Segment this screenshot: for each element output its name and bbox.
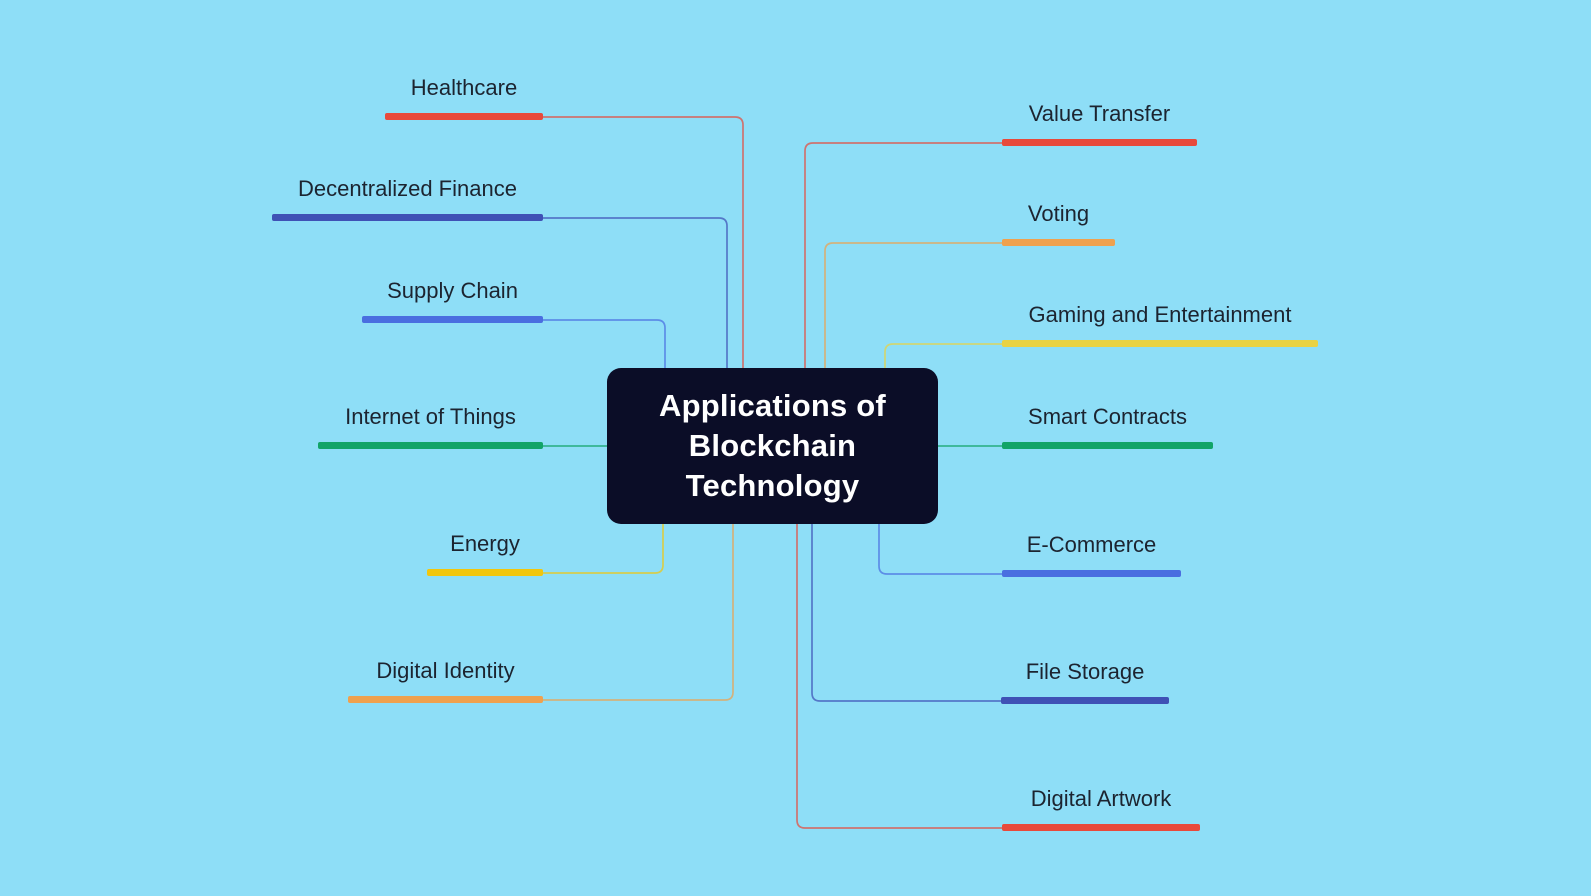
topic-label-smart-contracts: Smart Contracts [1028,404,1187,429]
topic-node-energy[interactable]: Energy [427,531,543,576]
topic-underline-digital-artwork [1002,824,1200,831]
topic-label-voting: Voting [1027,201,1090,226]
connector-gaming-and-entertainment [884,343,1002,368]
topic-underline-digital-identity [348,696,543,703]
topic-node-supply-chain[interactable]: Supply Chain [362,278,543,323]
topic-node-digital-artwork[interactable]: Digital Artwork [1002,786,1200,831]
topic-underline-energy [427,569,543,576]
topic-underline-smart-contracts [1002,442,1213,449]
connector-file-storage [811,524,1001,702]
topic-node-file-storage[interactable]: File Storage [1001,659,1169,704]
topic-node-value-transfer[interactable]: Value Transfer [1002,101,1197,146]
topic-label-digital-artwork: Digital Artwork [1030,786,1172,811]
connector-digital-identity [543,524,734,701]
central-node[interactable]: Applications of Blockchain Technology [607,368,938,524]
topic-label-e-commerce: E-Commerce [1026,532,1157,557]
topic-underline-e-commerce [1002,570,1181,577]
connector-supply-chain [543,319,666,368]
topic-underline-internet-of-things [318,442,543,449]
connector-value-transfer [804,142,1002,368]
topic-label-healthcare: Healthcare [410,75,518,100]
topic-node-smart-contracts[interactable]: Smart Contracts [1002,404,1213,449]
topic-underline-file-storage [1001,697,1169,704]
topic-underline-healthcare [385,113,543,120]
topic-label-value-transfer: Value Transfer [1028,101,1171,126]
topic-label-decentralized-finance: Decentralized Finance [298,176,517,201]
topic-label-file-storage: File Storage [1025,659,1145,684]
topic-node-gaming-and-entertainment[interactable]: Gaming and Entertainment [1002,302,1318,347]
topic-node-e-commerce[interactable]: E-Commerce [1002,532,1181,577]
topic-node-voting[interactable]: Voting [1002,201,1115,246]
topic-underline-gaming-and-entertainment [1002,340,1318,347]
topic-node-digital-identity[interactable]: Digital Identity [348,658,543,703]
connector-e-commerce [878,524,1002,575]
central-node-title: Applications of Blockchain Technology [659,388,886,503]
topic-label-energy: Energy [450,531,520,556]
connector-voting [824,242,1002,368]
connector-healthcare [543,116,744,368]
topic-node-internet-of-things[interactable]: Internet of Things [318,404,543,449]
topic-label-internet-of-things: Internet of Things [345,404,516,429]
topic-node-healthcare[interactable]: Healthcare [385,75,543,120]
topic-label-gaming-and-entertainment: Gaming and Entertainment [1028,302,1292,327]
topic-label-digital-identity: Digital Identity [376,658,515,683]
topic-underline-value-transfer [1002,139,1197,146]
topic-node-decentralized-finance[interactable]: Decentralized Finance [272,176,543,221]
connector-decentralized-finance [543,217,728,368]
connector-energy [543,524,664,574]
connector-digital-artwork [796,524,1002,829]
topic-underline-supply-chain [362,316,543,323]
topic-underline-voting [1002,239,1115,246]
topic-label-supply-chain: Supply Chain [387,278,518,303]
topic-underline-decentralized-finance [272,214,543,221]
